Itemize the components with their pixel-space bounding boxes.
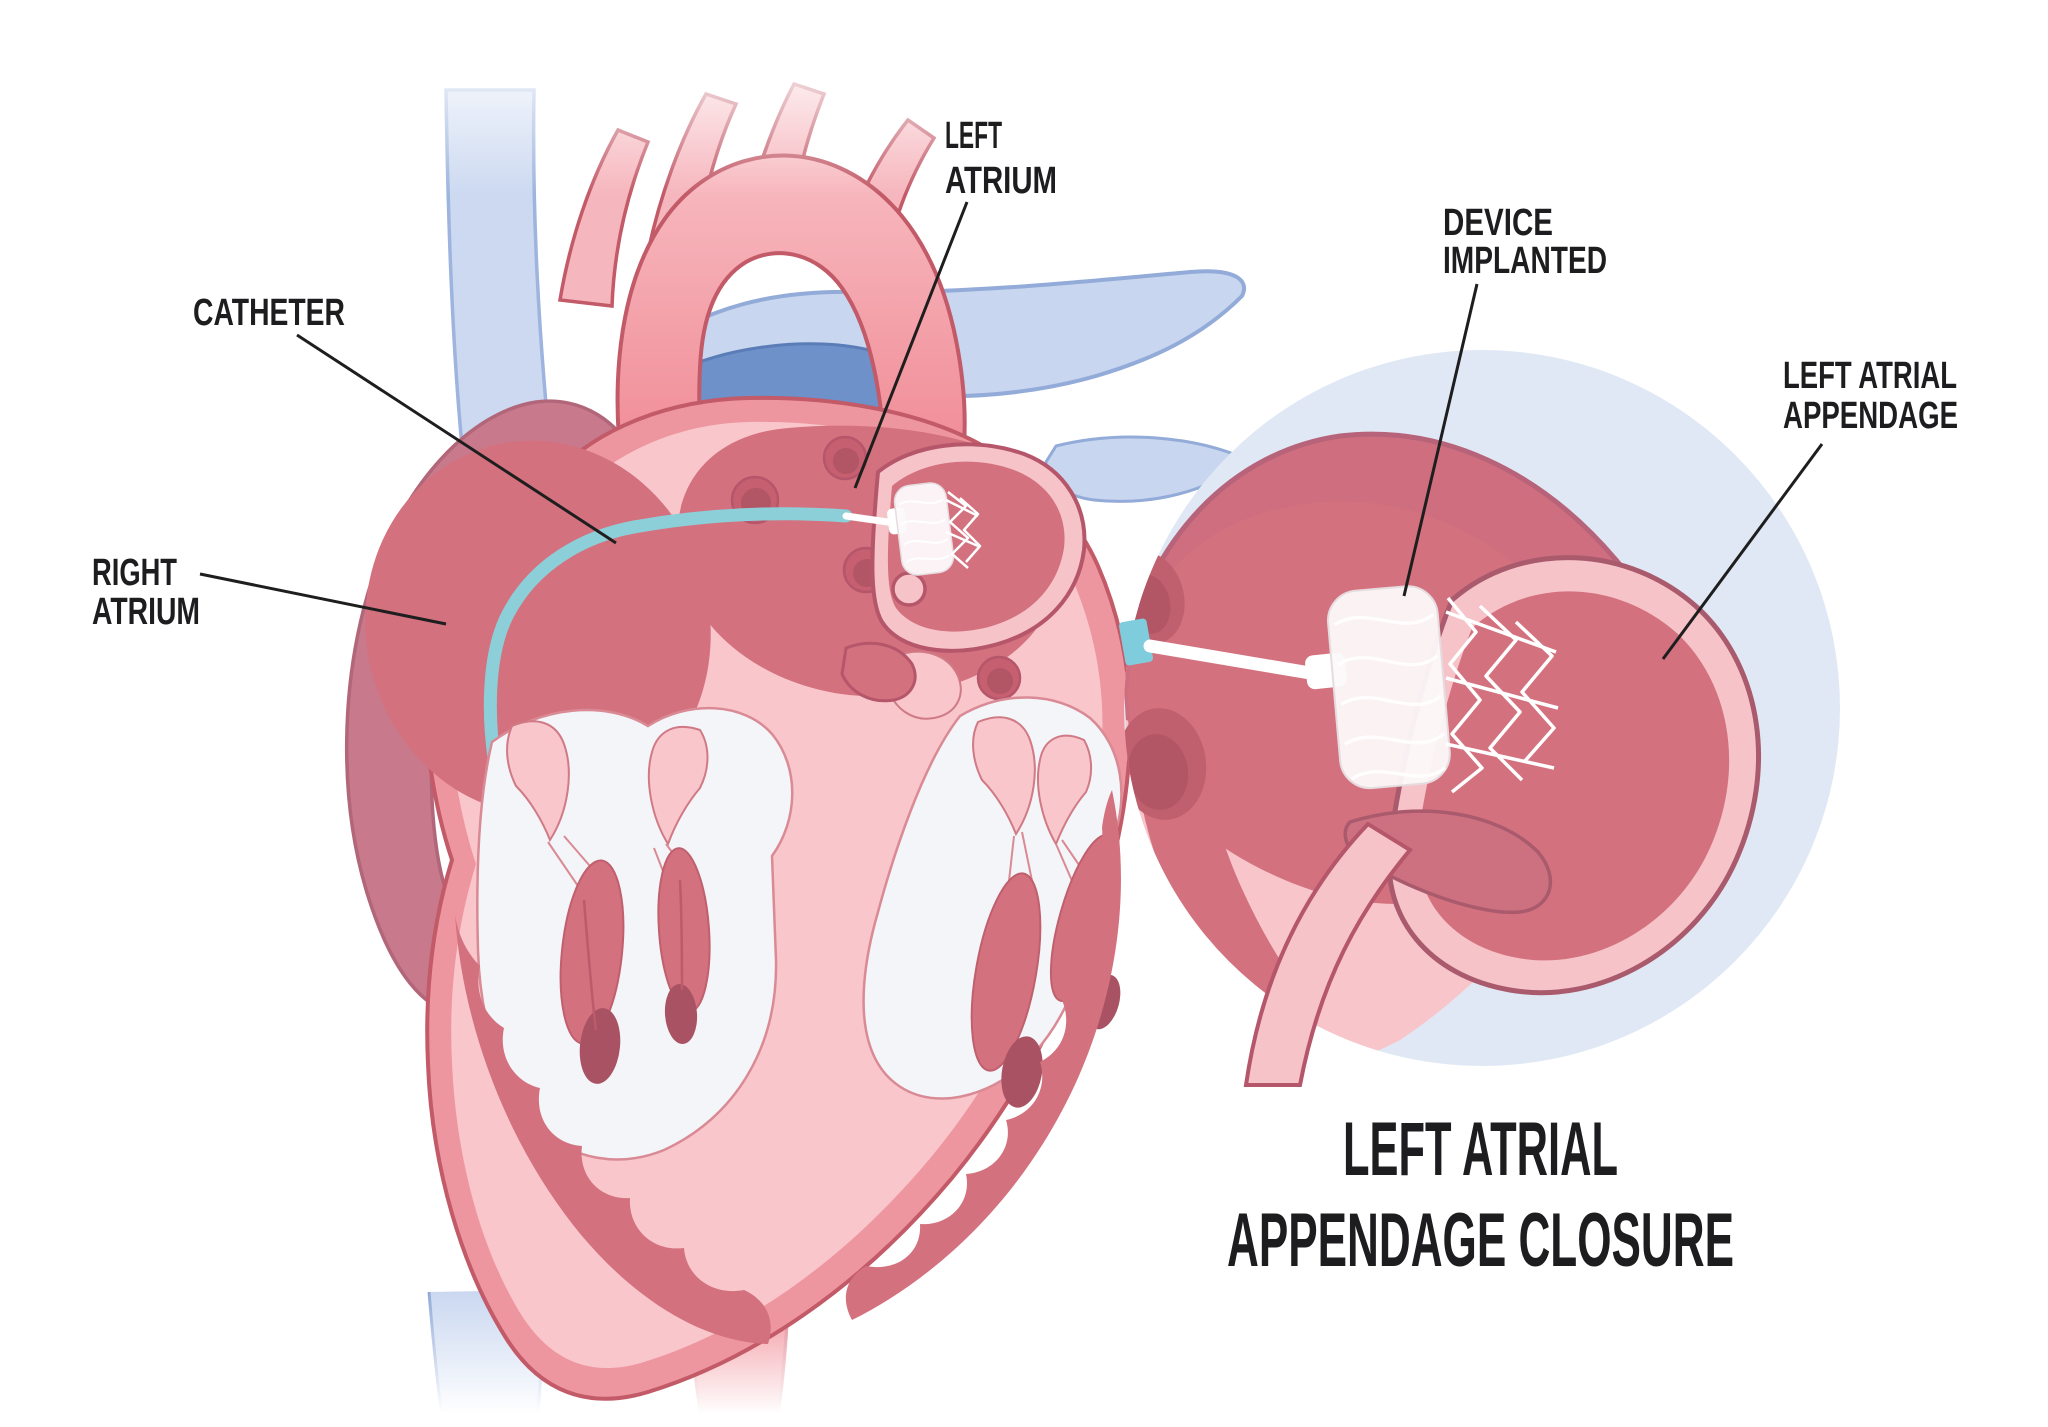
device-body [893,482,955,576]
occluder-device-main [842,482,982,576]
leader-left-atrial-appendage [1661,443,1824,660]
inset-atrial-roof-band [1124,434,1672,730]
papillary-tip [664,984,698,1044]
right-ventricle [455,706,794,1344]
leader-right-atrium [199,572,447,626]
leader-device-implanted [1402,283,1479,597]
label-left-atrial-appendage-line1: LEFT ATRIAL [1783,355,1957,397]
leader-lines [199,201,1824,660]
top-fade [360,40,1020,195]
occluder-device-inset [1119,585,1559,794]
leader-catheter [296,333,617,545]
papillary-tip [579,1008,621,1084]
tricuspid-leaflet [506,720,570,843]
inset-device-anchor-net [1445,596,1559,794]
left-ventricle [845,650,1123,1320]
aortic-arch [615,153,967,472]
inset-magnified-view [1119,350,1840,1087]
label-catheter: CATHETER [193,292,345,334]
leader-left-atrium [853,201,969,489]
lv-wall-trabeculae [845,790,1121,1320]
label-left-atrial-appendage-line2: APPENDAGE [1783,395,1958,437]
label-device-implanted-line1: DEVICE [1443,202,1553,244]
ivc-edge [427,1291,443,1411]
figure-title-line1: LEFT ATRIAL [1343,1107,1618,1192]
inset-device-shaft [1143,639,1323,681]
figure-title-line2: APPENDAGE CLOSURE [1227,1198,1734,1283]
rv-wall-trabeculae [455,915,771,1344]
laa-lower-fold [840,641,917,703]
papillary-muscle [970,872,1042,1072]
mitral-leaflet [972,716,1036,837]
main-heart-figure [344,40,1251,1412]
labels: CATHETER RIGHT ATRIUM LEFT ATRIUM DEVICE… [92,115,1958,1283]
inset-neck-tongue [1243,821,1414,1087]
label-left-atrium-line1: LEFT [945,115,1002,157]
label-right-atrium-line2: ATRIUM [92,591,200,633]
laa-curl [891,571,927,607]
papillary-streaks [582,879,684,1031]
device-anchor-net [945,491,982,569]
inset-catheter-connector [1119,618,1153,666]
mitral-leaflet [1037,734,1092,847]
label-device-implanted-line2: IMPLANTED [1443,240,1607,282]
tricuspid-leaflet [647,726,709,847]
papillary-tip [1001,1036,1043,1108]
label-right-atrium-line1: RIGHT [92,552,177,594]
device-mesh-lines [898,498,951,564]
catheter-line [483,507,853,783]
label-left-atrium-line2: ATRIUM [945,160,1057,202]
inset-device-mesh-lines [1333,612,1447,781]
